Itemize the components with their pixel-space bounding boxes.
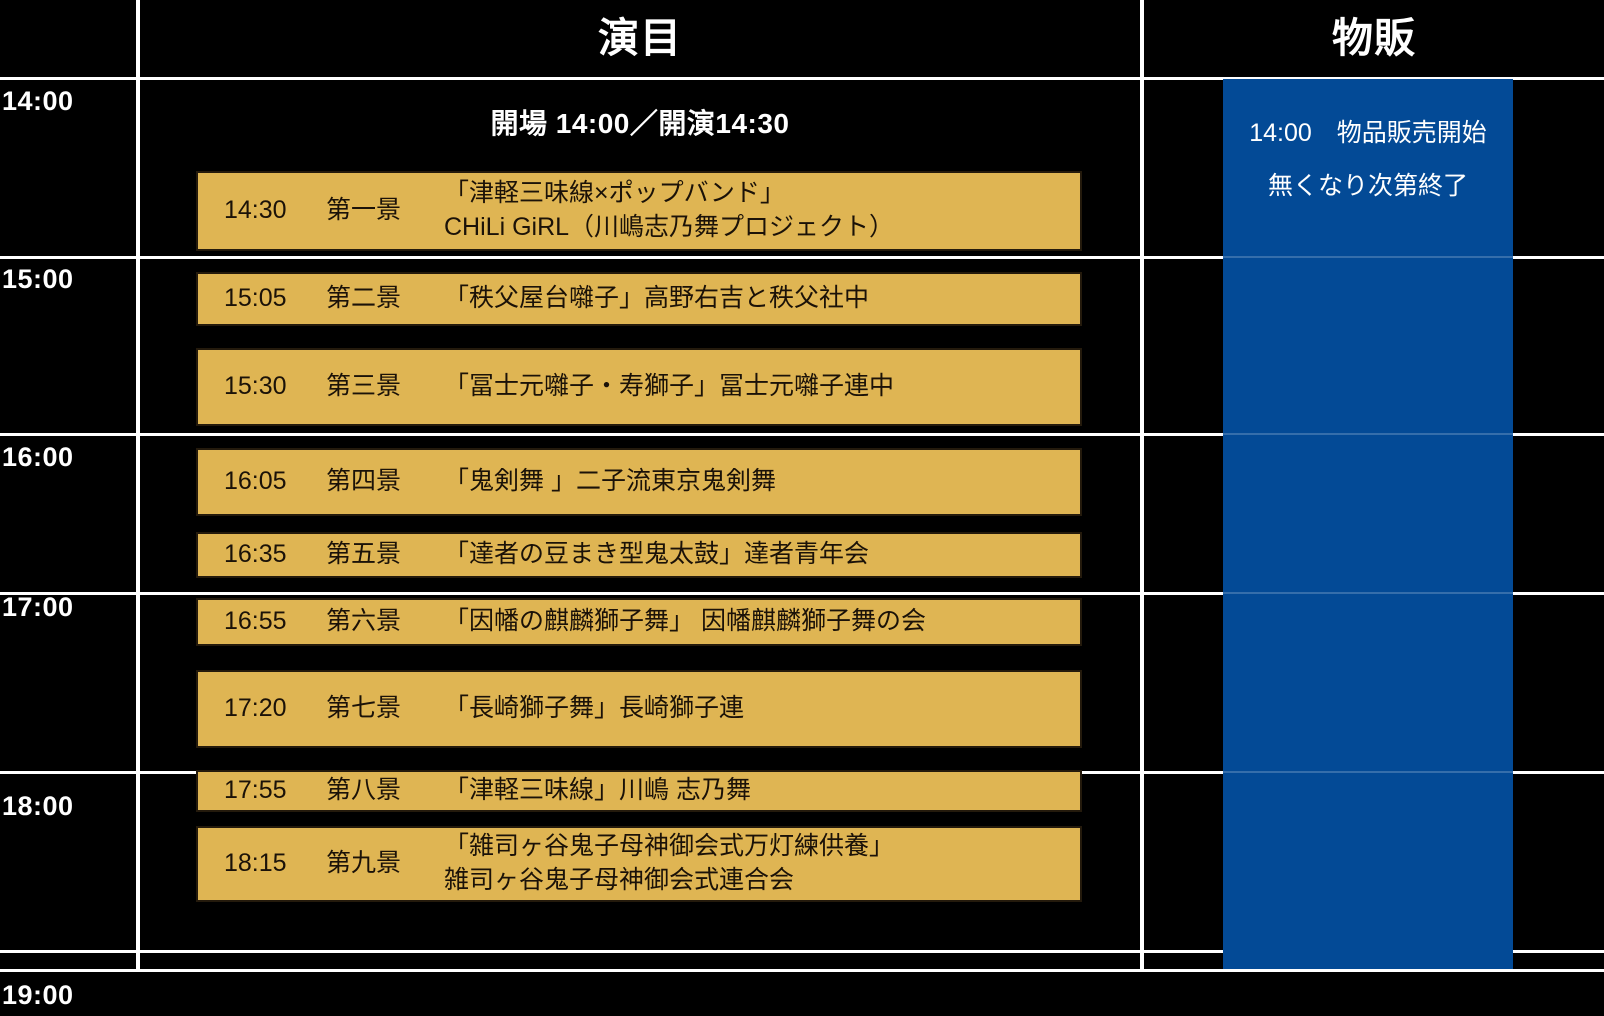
program-block[interactable]: 16:55 第六景 「因幡の麒麟獅子舞」 因幡麒麟獅子舞の会 bbox=[196, 598, 1082, 646]
program-time: 15:05 bbox=[224, 284, 287, 313]
grid-hline-5 bbox=[0, 950, 1604, 953]
program-title: 「達者の豆まき型鬼太鼓」達者青年会 bbox=[444, 540, 870, 569]
program-scene: 第三景 bbox=[326, 372, 402, 401]
program-block[interactable]: 16:35 第五景 「達者の豆まき型鬼太鼓」達者青年会 bbox=[196, 532, 1082, 578]
program-title: 「津軽三味線」川嶋 志乃舞 bbox=[444, 776, 751, 805]
program-title: 「因幡の麒麟獅子舞」 因幡麒麟獅子舞の会 bbox=[444, 607, 926, 636]
program-scene: 第五景 bbox=[326, 540, 402, 569]
goods-label: 14:00 物品販売開始 無くなり次第終了 bbox=[1249, 119, 1487, 200]
grid-hline-1 bbox=[0, 256, 1604, 259]
goods-block: 14:00 物品販売開始 無くなり次第終了 bbox=[1223, 79, 1513, 969]
grid-hline-6 bbox=[0, 969, 1604, 972]
time-label-1700: 17:00 bbox=[2, 592, 74, 622]
goods-gridline-3 bbox=[1223, 771, 1513, 773]
time-label-1500: 15:00 bbox=[2, 264, 74, 294]
goods-gridline-1 bbox=[1223, 433, 1513, 435]
goods-gridline-2 bbox=[1223, 592, 1513, 594]
column-header-program: 演目 bbox=[598, 15, 682, 61]
grid-vline-0 bbox=[136, 0, 140, 969]
program-time: 16:55 bbox=[224, 607, 287, 636]
program-block[interactable]: 17:55 第八景 「津軽三味線」川嶋 志乃舞 bbox=[196, 770, 1082, 812]
program-time: 17:20 bbox=[224, 694, 287, 723]
time-label-1800: 18:00 bbox=[2, 791, 74, 821]
program-scene: 第八景 bbox=[326, 776, 402, 805]
program-title: 「雑司ヶ谷鬼子母神御会式万灯練供養」 雑司ヶ谷鬼子母神御会式連合会 bbox=[444, 832, 895, 894]
grid-vline-1 bbox=[1140, 0, 1144, 969]
program-time: 15:30 bbox=[224, 372, 287, 401]
program-title: 「長崎獅子舞」長崎獅子連 bbox=[444, 694, 745, 723]
column-header-goods: 物販 bbox=[1332, 15, 1416, 61]
program-time: 16:35 bbox=[224, 540, 287, 569]
program-title: 「津軽三味線×ポップバンド」 CHiLi GiRL（川嶋志乃舞プロジェクト） bbox=[444, 179, 895, 241]
program-time: 17:55 bbox=[224, 776, 287, 805]
time-label-1600: 16:00 bbox=[2, 442, 74, 472]
program-title: 「鬼剣舞 」二子流東京鬼剣舞 bbox=[444, 467, 776, 496]
grid-hline-3 bbox=[0, 592, 1604, 595]
open-notice: 開場 14:00／開演14:30 bbox=[490, 108, 790, 139]
grid-hline-2 bbox=[0, 433, 1604, 436]
program-block[interactable]: 18:15 第九景 「雑司ヶ谷鬼子母神御会式万灯練供養」 雑司ヶ谷鬼子母神御会式連合… bbox=[196, 826, 1082, 902]
program-scene: 第一景 bbox=[326, 196, 402, 225]
goods-gridline-0 bbox=[1223, 256, 1513, 258]
program-scene: 第七景 bbox=[326, 694, 402, 723]
grid-hline-0 bbox=[0, 77, 1604, 80]
program-scene: 第四景 bbox=[326, 467, 402, 496]
program-scene: 第二景 bbox=[326, 284, 402, 313]
program-scene: 第九景 bbox=[326, 849, 402, 878]
program-time: 14:30 bbox=[224, 196, 287, 225]
time-label-1900: 19:00 bbox=[2, 980, 74, 1010]
program-block[interactable]: 15:05 第二景 「秩父屋台囃子」高野右吉と秩父社中 bbox=[196, 272, 1082, 326]
program-block[interactable]: 16:05 第四景 「鬼剣舞 」二子流東京鬼剣舞 bbox=[196, 448, 1082, 516]
program-block[interactable]: 14:30 第一景 「津軽三味線×ポップバンド」 CHiLi GiRL（川嶋志乃舞プ… bbox=[196, 171, 1082, 251]
program-title: 「秩父屋台囃子」高野右吉と秩父社中 bbox=[444, 284, 870, 313]
time-label-1400: 14:00 bbox=[2, 86, 74, 116]
program-block[interactable]: 17:20 第七景 「長崎獅子舞」長崎獅子連 bbox=[196, 670, 1082, 748]
program-time: 16:05 bbox=[224, 467, 287, 496]
program-scene: 第六景 bbox=[326, 607, 402, 636]
program-time: 18:15 bbox=[224, 849, 287, 878]
program-title: 「冨士元囃子・寿獅子」冨士元囃子連中 bbox=[444, 372, 895, 401]
program-block[interactable]: 15:30 第三景 「冨士元囃子・寿獅子」冨士元囃子連中 bbox=[196, 348, 1082, 426]
